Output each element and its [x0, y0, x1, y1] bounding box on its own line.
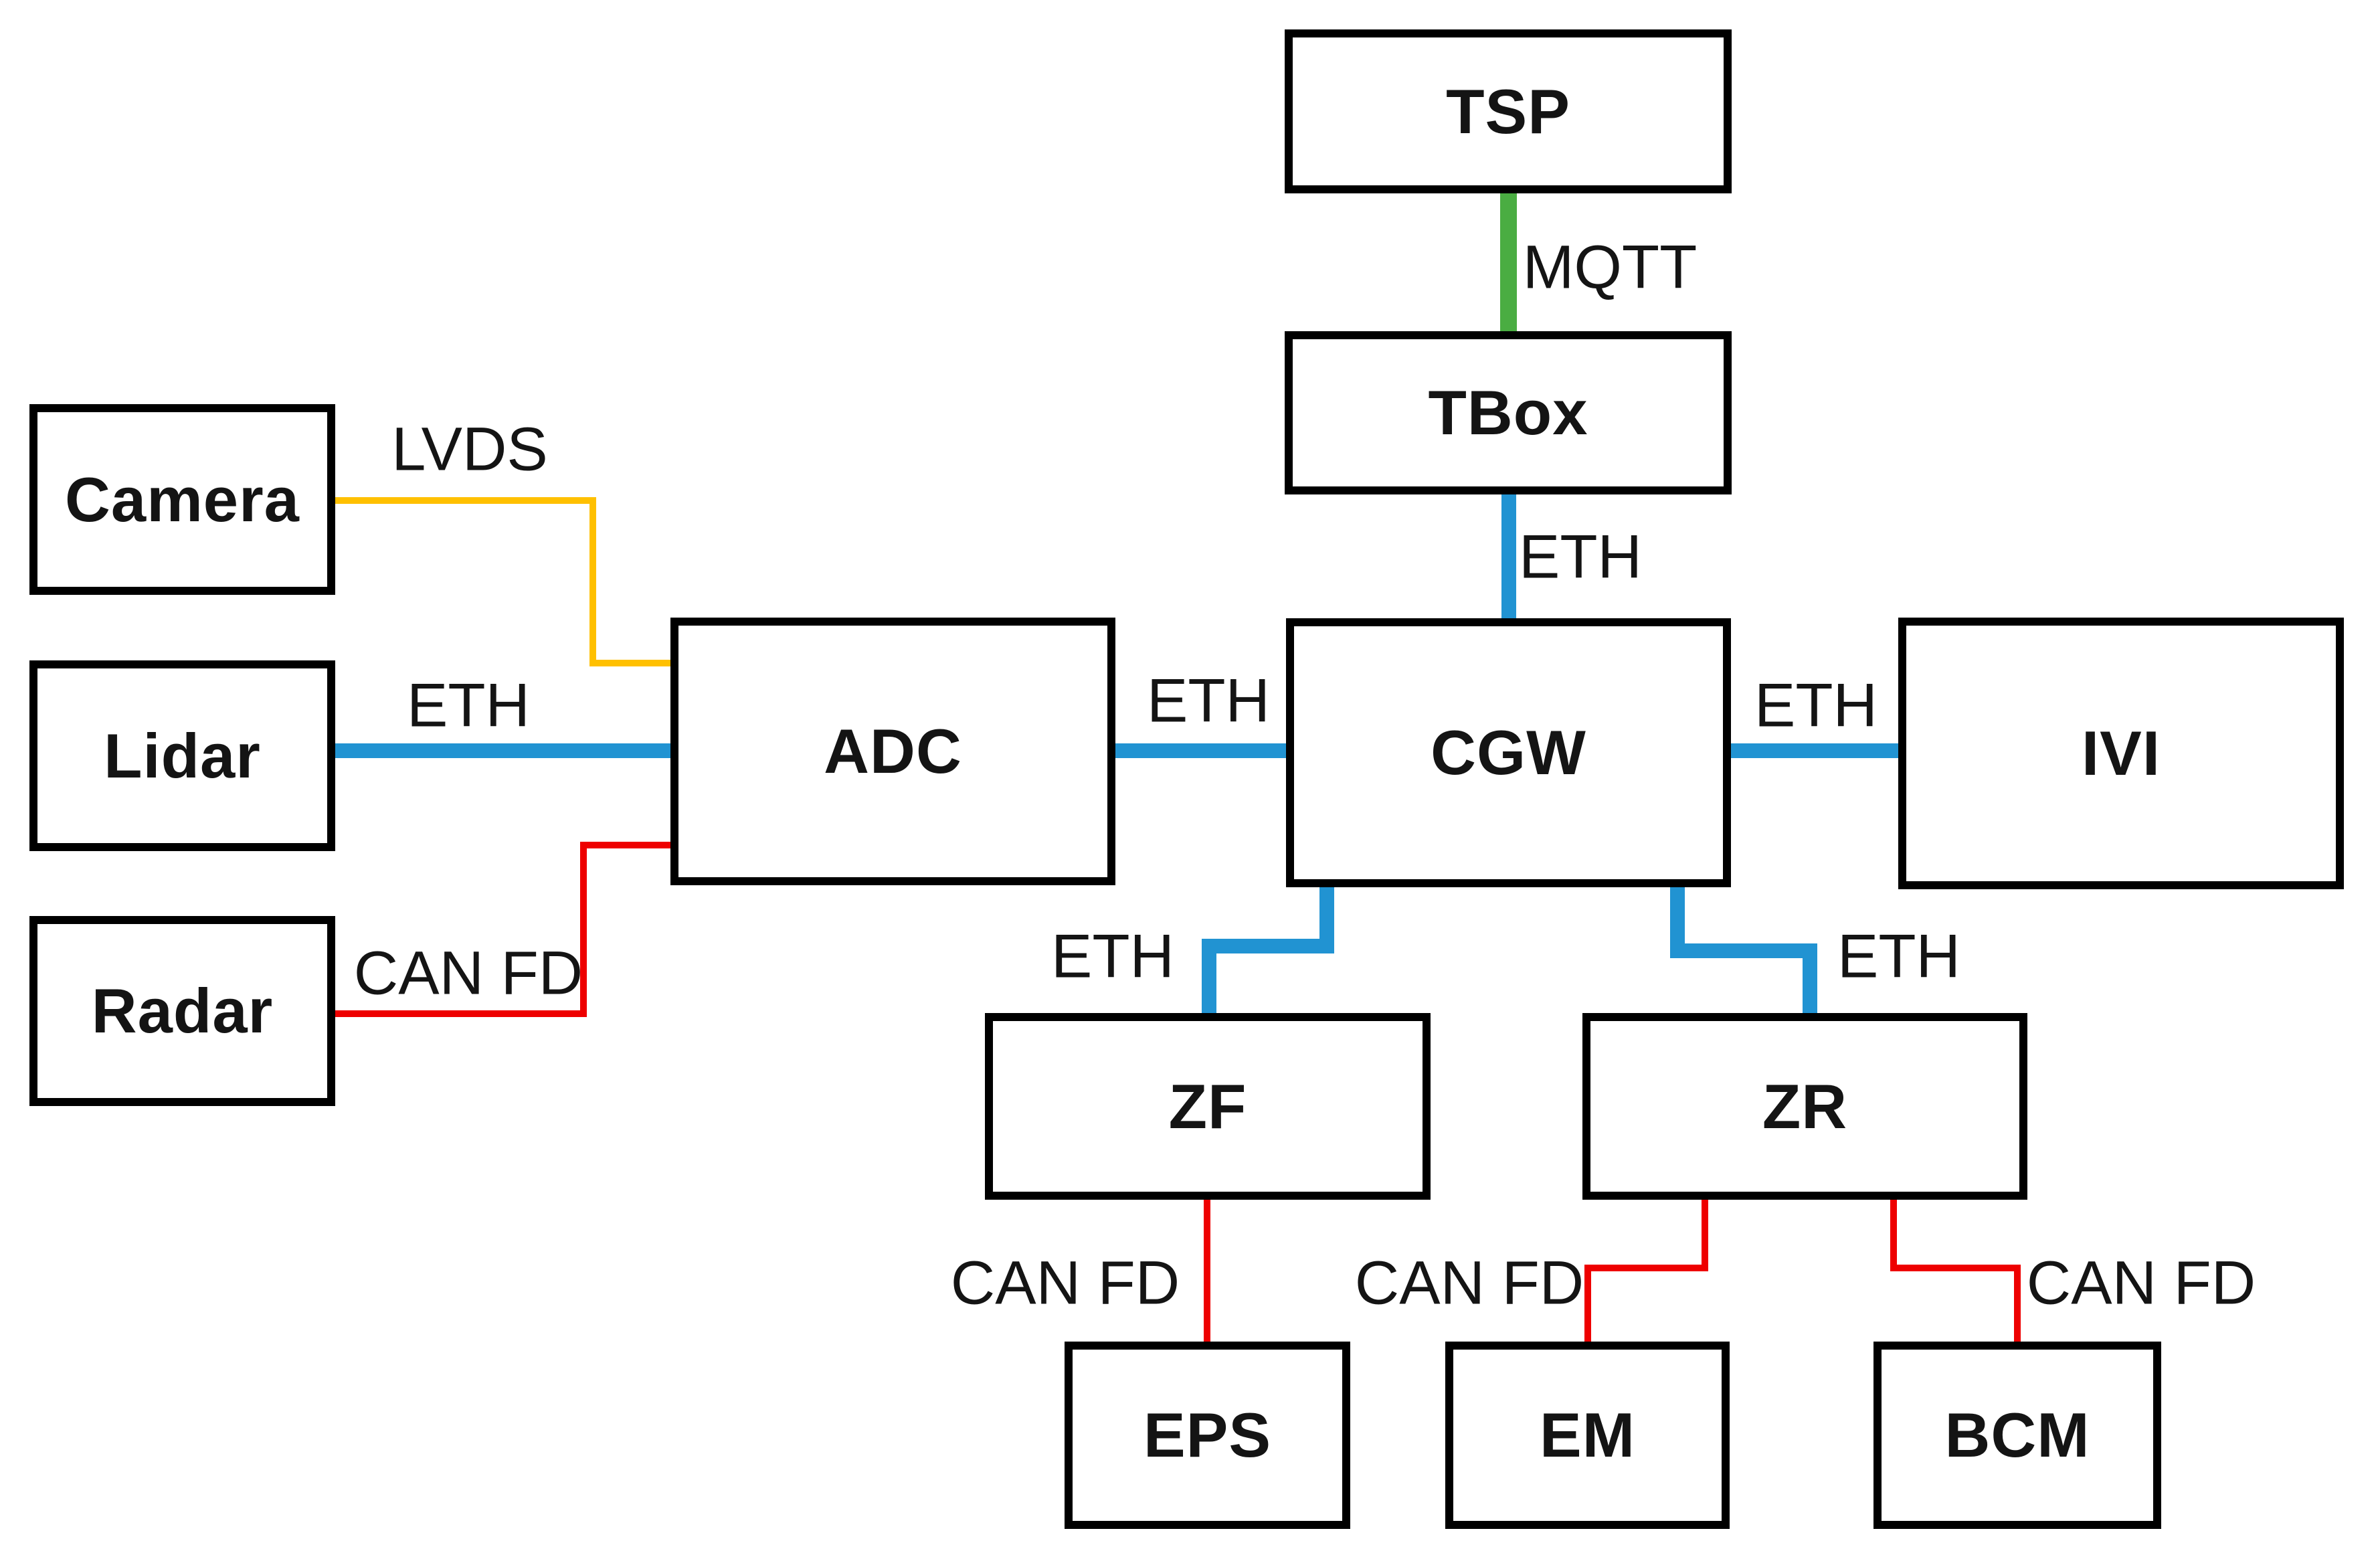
edge-label-canfd-zr-bcm: CAN FD: [2026, 1249, 2256, 1317]
node-camera: Camera: [29, 404, 335, 595]
node-zr: ZR: [1582, 1013, 2027, 1200]
canfd-line-zr-bcm-seg3: [2014, 1265, 2021, 1342]
canfd-line-zr-bcm-seg2: [1890, 1265, 2021, 1271]
edge-label-eth-tbox-cgw: ETH: [1519, 523, 1642, 591]
node-em-label: EM: [1540, 1400, 1635, 1470]
eth-line-lidar-adc: [335, 743, 670, 758]
edge-label-canfd-zf-eps: CAN FD: [950, 1249, 1180, 1317]
node-zr-label: ZR: [1762, 1071, 1848, 1142]
edge-label-eth-cgw-zr: ETH: [1837, 922, 1960, 991]
eth-line-cgw-zr-seg2: [1670, 943, 1817, 958]
edge-label-canfd-zr-em: CAN FD: [1354, 1249, 1584, 1317]
node-bcm-label: BCM: [1944, 1400, 2090, 1470]
eth-line-cgw-zr-seg1: [1670, 887, 1685, 958]
node-tbox-label: TBox: [1428, 377, 1588, 448]
node-bcm: BCM: [1873, 1342, 2161, 1529]
edge-label-mqtt-tsp-tbox: MQTT: [1522, 233, 1698, 302]
node-ivi-label: IVI: [2082, 718, 2161, 788]
node-lidar: Lidar: [29, 660, 335, 851]
node-eps-label: EPS: [1143, 1400, 1272, 1470]
node-zf-label: ZF: [1168, 1071, 1247, 1142]
lvds-line-camera-adc-seg2: [589, 497, 596, 666]
node-adc-label: ADC: [824, 716, 962, 786]
eth-line-adc-cgw: [1115, 743, 1286, 758]
canfd-line-zr-em-seg3: [1584, 1265, 1591, 1342]
node-ivi: IVI: [1898, 618, 2344, 889]
canfd-line-zf-eps: [1204, 1200, 1210, 1342]
node-camera-label: Camera: [65, 464, 300, 535]
canfd-line-radar-adc-seg3: [580, 842, 670, 848]
eth-line-cgw-zf-seg2: [1202, 939, 1334, 953]
node-tsp-label: TSP: [1446, 76, 1570, 147]
eth-line-cgw-zf-seg1: [1319, 887, 1334, 953]
node-radar: Radar: [29, 916, 335, 1106]
node-adc: ADC: [670, 618, 1115, 885]
node-cgw: CGW: [1286, 618, 1731, 887]
edge-label-lvds-camera-adc: LVDS: [391, 415, 548, 484]
eth-line-tbox-cgw: [1501, 494, 1516, 618]
mqtt-line-tsp-tbox: [1500, 193, 1517, 331]
edge-label-eth-lidar-adc: ETH: [407, 671, 530, 740]
canfd-line-zr-bcm-seg1: [1890, 1200, 1897, 1271]
edge-label-eth-cgw-zf: ETH: [1051, 922, 1174, 991]
edge-label-eth-adc-cgw: ETH: [1147, 666, 1270, 735]
node-eps: EPS: [1065, 1342, 1350, 1529]
node-lidar-label: Lidar: [104, 720, 261, 791]
node-zf: ZF: [985, 1013, 1431, 1200]
canfd-line-radar-adc-seg1: [335, 1010, 587, 1017]
node-em: EM: [1445, 1342, 1730, 1529]
canfd-line-radar-adc-seg2: [580, 842, 587, 1017]
node-radar-label: Radar: [91, 976, 274, 1046]
lvds-line-camera-adc-seg1: [335, 497, 596, 504]
eth-line-cgw-ivi: [1731, 743, 1898, 758]
node-tsp: TSP: [1285, 29, 1732, 193]
eth-line-cgw-zr-seg3: [1803, 943, 1817, 1013]
node-cgw-label: CGW: [1431, 717, 1586, 788]
node-tbox: TBox: [1285, 331, 1732, 494]
edge-label-eth-cgw-ivi: ETH: [1754, 671, 1878, 740]
edge-label-canfd-radar-adc: CAN FD: [353, 939, 583, 1008]
canfd-line-zr-em-seg1: [1702, 1200, 1708, 1271]
lvds-line-camera-adc-seg3: [589, 660, 670, 666]
eth-line-cgw-zf-seg3: [1202, 939, 1216, 1013]
canfd-line-zr-em-seg2: [1584, 1265, 1708, 1271]
